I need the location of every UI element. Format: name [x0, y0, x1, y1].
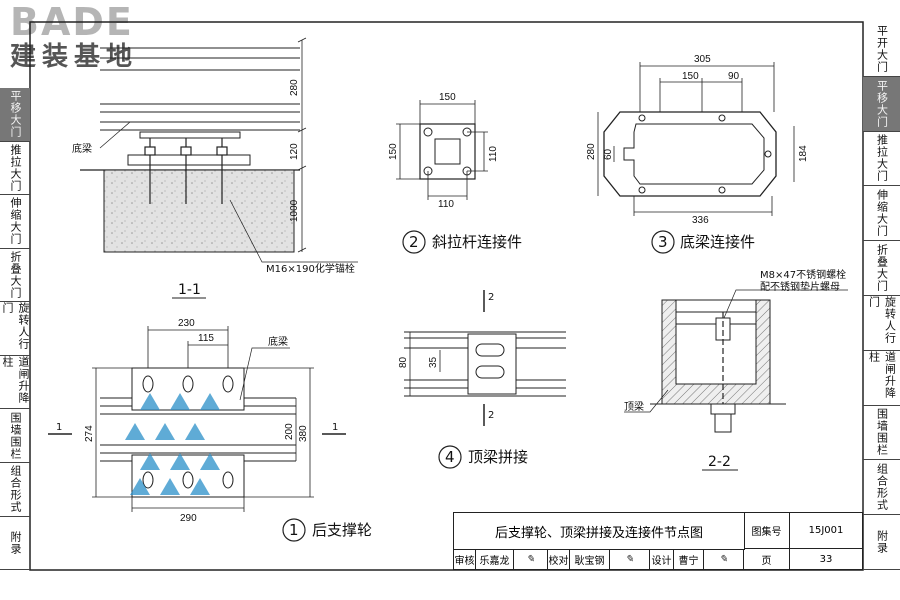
- right-tab-2[interactable]: 推拉大门: [863, 132, 900, 187]
- label-bolt-2-2-line1: M8×47不锈钢螺栓: [760, 268, 846, 281]
- detail-3-number: 3: [658, 233, 668, 251]
- detail-2: 150 150 110 110 2 斜拉杆连接件: [388, 92, 522, 254]
- review-label: 审核: [454, 549, 476, 569]
- dim-2-left: 150: [388, 143, 399, 160]
- atlas-label: 图集号: [744, 513, 790, 549]
- page-label: 页: [744, 549, 790, 569]
- detail-2-title: 斜拉杆连接件: [432, 233, 522, 251]
- design-label: 设计: [650, 549, 674, 569]
- detail-3: 305 150 90 280 60 184 336 3 底梁连接件: [586, 54, 809, 254]
- dim-1-top-total: 230: [178, 318, 195, 329]
- left-tab-5[interactable]: 道闸升降柱: [0, 356, 30, 410]
- check-label: 校对: [548, 549, 570, 569]
- left-tab-4[interactable]: 旋转人行门: [0, 302, 30, 356]
- left-tab-2[interactable]: 伸缩大门: [0, 195, 30, 249]
- sheet-frame: [29, 21, 864, 571]
- left-tab-column: 平移大门 推拉大门 伸缩大门 折叠大门 旋转人行门 道闸升降柱 围墙围栏 组合形…: [0, 88, 30, 571]
- review-signature: ✎: [514, 549, 548, 569]
- dim-2-right: 110: [488, 146, 499, 162]
- left-tab-6[interactable]: 围墙围栏: [0, 409, 30, 463]
- page-number: 33: [819, 553, 833, 565]
- label-bolt-1-1: M16×190化学锚栓: [266, 262, 355, 275]
- detail-4-number: 4: [445, 448, 455, 466]
- dim-3-left-inner: 60: [603, 148, 614, 160]
- right-tab-9[interactable]: 附录: [863, 515, 900, 570]
- section-1-1: 280 120 1000 底梁 M16×190化学锚栓 1-1: [72, 37, 358, 299]
- dim-3-right: 184: [798, 145, 809, 162]
- detail-1-number: 1: [289, 521, 299, 539]
- drawing-title: 后支撑轮、顶梁拼接及连接件节点图: [454, 513, 745, 550]
- right-tab-1[interactable]: 平移大门: [863, 76, 900, 132]
- label-bolt-2-2-line2: 配不锈钢垫片螺母: [760, 280, 840, 293]
- atlas-number: 15J001: [790, 513, 862, 549]
- right-tab-0[interactable]: 平开大门: [863, 22, 900, 77]
- section-2-2: M8×47不锈钢螺栓 配不锈钢垫片螺母 顶梁 2-2: [624, 268, 848, 471]
- label-beam-1-1: 底梁: [72, 142, 92, 155]
- detail-2-number: 2: [409, 233, 419, 251]
- right-tab-5[interactable]: 旋转人行门: [863, 296, 900, 351]
- dim-4-left: 80: [398, 356, 409, 368]
- detail-4-title: 顶梁拼接: [468, 448, 528, 466]
- right-tab-6[interactable]: 道闸升降柱: [863, 351, 900, 406]
- dim-1-top-small: 115: [198, 333, 214, 344]
- right-tab-3[interactable]: 伸缩大门: [863, 186, 900, 242]
- dim-1-1-bot: 1000: [289, 199, 300, 222]
- review-name: 乐嘉龙: [476, 549, 514, 569]
- left-tab-0[interactable]: 平移大门: [0, 88, 30, 142]
- detail-3-title: 底梁连接件: [680, 233, 755, 251]
- detail-1: 230 115 274 200 380 290 底梁 1 1 1 后支撑轮: [48, 318, 372, 542]
- check-name: 耿宝钢: [570, 549, 610, 569]
- dim-3-top-total: 305: [694, 54, 711, 65]
- dim-1-bottom: 290: [180, 513, 197, 524]
- title-block: 后支撑轮、顶梁拼接及连接件节点图 图集号 15J001 审核 乐嘉龙 ✎ 校对 …: [453, 512, 863, 570]
- dim-3-top-small: 90: [728, 71, 740, 82]
- dim-1-right-inner: 200: [284, 423, 295, 440]
- caption-2-2: 2-2: [708, 454, 731, 470]
- right-tab-8[interactable]: 组合形式: [863, 460, 900, 516]
- dim-2-top: 150: [439, 92, 456, 103]
- caption-1-1: 1-1: [178, 282, 201, 298]
- label-beam-2-2: 顶梁: [624, 400, 644, 413]
- left-tab-1[interactable]: 推拉大门: [0, 142, 30, 196]
- section-mark-bottom: 2: [488, 410, 494, 421]
- design-name: 曹宁: [674, 549, 704, 569]
- dim-3-left-total: 280: [586, 143, 597, 160]
- dim-2-bottom: 110: [438, 199, 454, 210]
- left-tab-8[interactable]: 附录: [0, 517, 30, 571]
- dim-1-right-outer: 380: [298, 425, 309, 442]
- check-signature: ✎: [610, 549, 650, 569]
- dim-1-left: 274: [84, 425, 95, 442]
- right-tab-column: 平开大门 平移大门 推拉大门 伸缩大门 折叠大门 旋转人行门 道闸升降柱 围墙围…: [863, 22, 900, 570]
- left-tab-7[interactable]: 组合形式: [0, 463, 30, 517]
- dim-3-top-mid: 150: [682, 71, 699, 82]
- right-tab-7[interactable]: 围墙围栏: [863, 406, 900, 461]
- section-mark-left: 1: [56, 422, 62, 433]
- right-tab-4[interactable]: 折叠大门: [863, 241, 900, 296]
- dim-1-1-mid: 120: [289, 143, 300, 160]
- detail-4: 80 35 2 2 4 顶梁拼接: [398, 290, 566, 469]
- label-beam-detail-1: 底梁: [268, 335, 288, 348]
- dim-3-bottom: 336: [692, 215, 709, 226]
- section-mark-right: 1: [332, 422, 338, 433]
- left-tab-3[interactable]: 折叠大门: [0, 249, 30, 303]
- dim-1-1-top: 280: [289, 79, 300, 96]
- design-signature: ✎: [704, 549, 744, 569]
- section-mark-top: 2: [488, 292, 494, 303]
- detail-1-title: 后支撑轮: [312, 521, 372, 539]
- dim-4-inner: 35: [428, 356, 439, 368]
